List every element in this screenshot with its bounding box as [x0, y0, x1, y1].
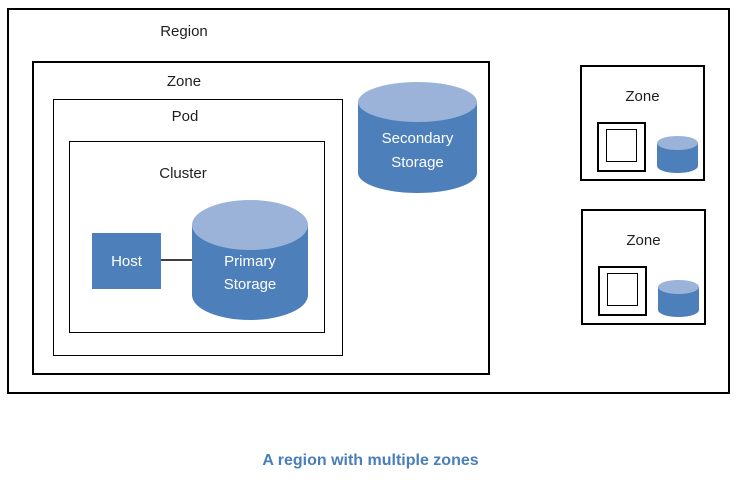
secondary-storage-cylinder	[358, 82, 477, 193]
primary-storage-label: Primary Storage	[192, 250, 308, 296]
cluster-box	[69, 141, 325, 333]
mini-cylinder-body	[658, 287, 699, 317]
diagram-caption: A region with multiple zones	[262, 452, 479, 469]
zone-main-label: Zone	[166, 73, 202, 90]
primary-cylinder-body	[192, 225, 308, 320]
zone-right-1-pod-square	[597, 122, 646, 172]
zone-right-1-cluster-square	[606, 129, 637, 162]
primary-storage-label-line2: Storage	[223, 276, 277, 293]
zone-right-2-pod-square	[598, 266, 647, 316]
primary-storage-label-line1: Primary	[224, 253, 276, 270]
primary-cylinder-top	[192, 200, 308, 250]
zone-right-2-label: Zone	[626, 232, 661, 249]
pod-label: Pod	[171, 108, 199, 125]
mini-cylinder-top	[658, 280, 699, 294]
cluster-label: Cluster	[159, 165, 207, 182]
zone-right-2-box: Zone	[581, 209, 706, 325]
zone-main-box	[32, 61, 490, 375]
secondary-storage-label: Secondary Storage	[358, 127, 477, 175]
secondary-storage-label-line1: Secondary	[381, 130, 454, 147]
host-box: Host	[92, 233, 161, 289]
primary-storage-cylinder	[192, 200, 308, 320]
secondary-cylinder-body	[358, 102, 477, 193]
secondary-cylinder-top	[358, 82, 477, 122]
host-storage-connector	[161, 259, 192, 261]
secondary-storage-label-line2: Storage	[391, 154, 444, 171]
zone-right-1-box: Zone	[580, 65, 705, 181]
region-box	[7, 8, 730, 394]
zone-right-1-label: Zone	[625, 88, 660, 105]
mini-cylinder-top	[657, 136, 698, 150]
zone-right-2-cluster-square	[607, 273, 638, 306]
pod-box	[53, 99, 343, 356]
mini-cylinder-body	[657, 143, 698, 173]
host-label: Host	[111, 252, 142, 270]
zone-right-1-storage-cylinder	[657, 136, 698, 173]
region-label: Region	[160, 23, 208, 40]
zone-right-2-storage-cylinder	[658, 280, 699, 317]
